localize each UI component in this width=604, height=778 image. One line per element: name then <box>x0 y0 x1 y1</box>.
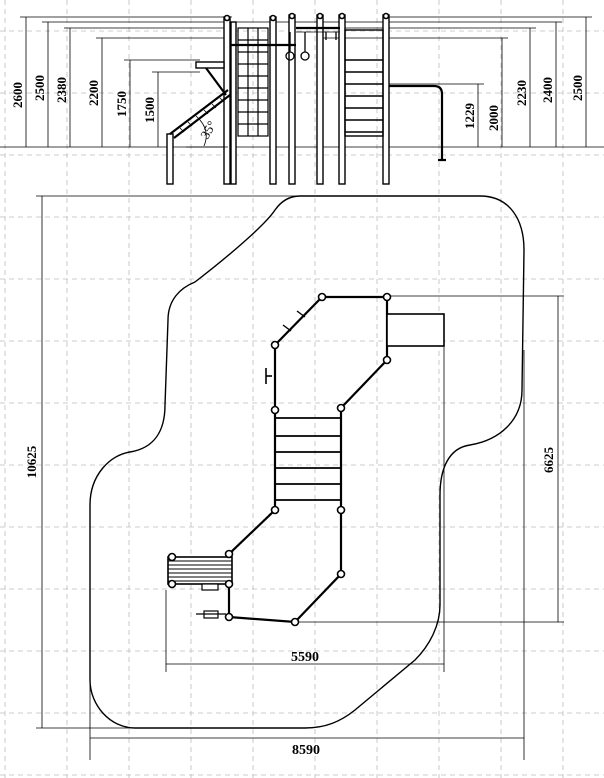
dim-2500-right: 2500 <box>570 75 585 101</box>
dim-2230: 2230 <box>514 80 529 106</box>
dim-overall-height: 10625 <box>24 445 39 478</box>
elevation-stair <box>169 61 231 148</box>
plan-slide <box>386 313 445 347</box>
dim-2200: 2200 <box>86 80 101 106</box>
post-ladder-right <box>269 16 277 185</box>
plan-dimension-lines <box>36 195 564 760</box>
stair-handrail-top <box>195 61 225 69</box>
plan-nodes <box>167 292 392 627</box>
safety-zone-outline <box>89 195 525 729</box>
plan-view: 10625 8590 5590 6625 <box>24 195 564 760</box>
dim-2600: 2600 <box>10 82 25 108</box>
elevation-left-dimensions <box>20 16 290 147</box>
post-rings <box>316 14 324 185</box>
angle-label: 35° <box>197 118 219 141</box>
elevation-view: 2600 2500 2380 2200 1750 1500 1229 2000 … <box>0 12 604 185</box>
dim-overall-width: 8590 <box>292 743 320 758</box>
elevation-right-dimensions <box>290 16 592 147</box>
dim-1500: 1500 <box>142 97 157 123</box>
dim-2380: 2380 <box>54 77 69 103</box>
post-left <box>223 16 231 185</box>
elevation-side-bar <box>389 84 446 162</box>
dim-2400: 2400 <box>540 77 555 103</box>
elevation-posts <box>166 12 390 185</box>
dim-2000: 2000 <box>486 105 501 131</box>
post-ladder2-left <box>338 14 346 185</box>
elevation-dimension-texts: 2600 2500 2380 2200 1750 1500 1229 2000 … <box>10 75 585 131</box>
plan-structure <box>167 295 445 624</box>
dim-structure-width: 5590 <box>291 650 319 665</box>
elevation-ladder-right <box>344 29 384 137</box>
dim-structure-height: 6625 <box>541 447 556 474</box>
post-stair-bottom <box>166 133 174 185</box>
post-right <box>382 14 390 185</box>
dim-1750: 1750 <box>114 91 129 117</box>
dim-2500-left: 2500 <box>32 75 47 101</box>
gym-rings <box>285 32 337 61</box>
dim-1229: 1229 <box>462 103 477 130</box>
